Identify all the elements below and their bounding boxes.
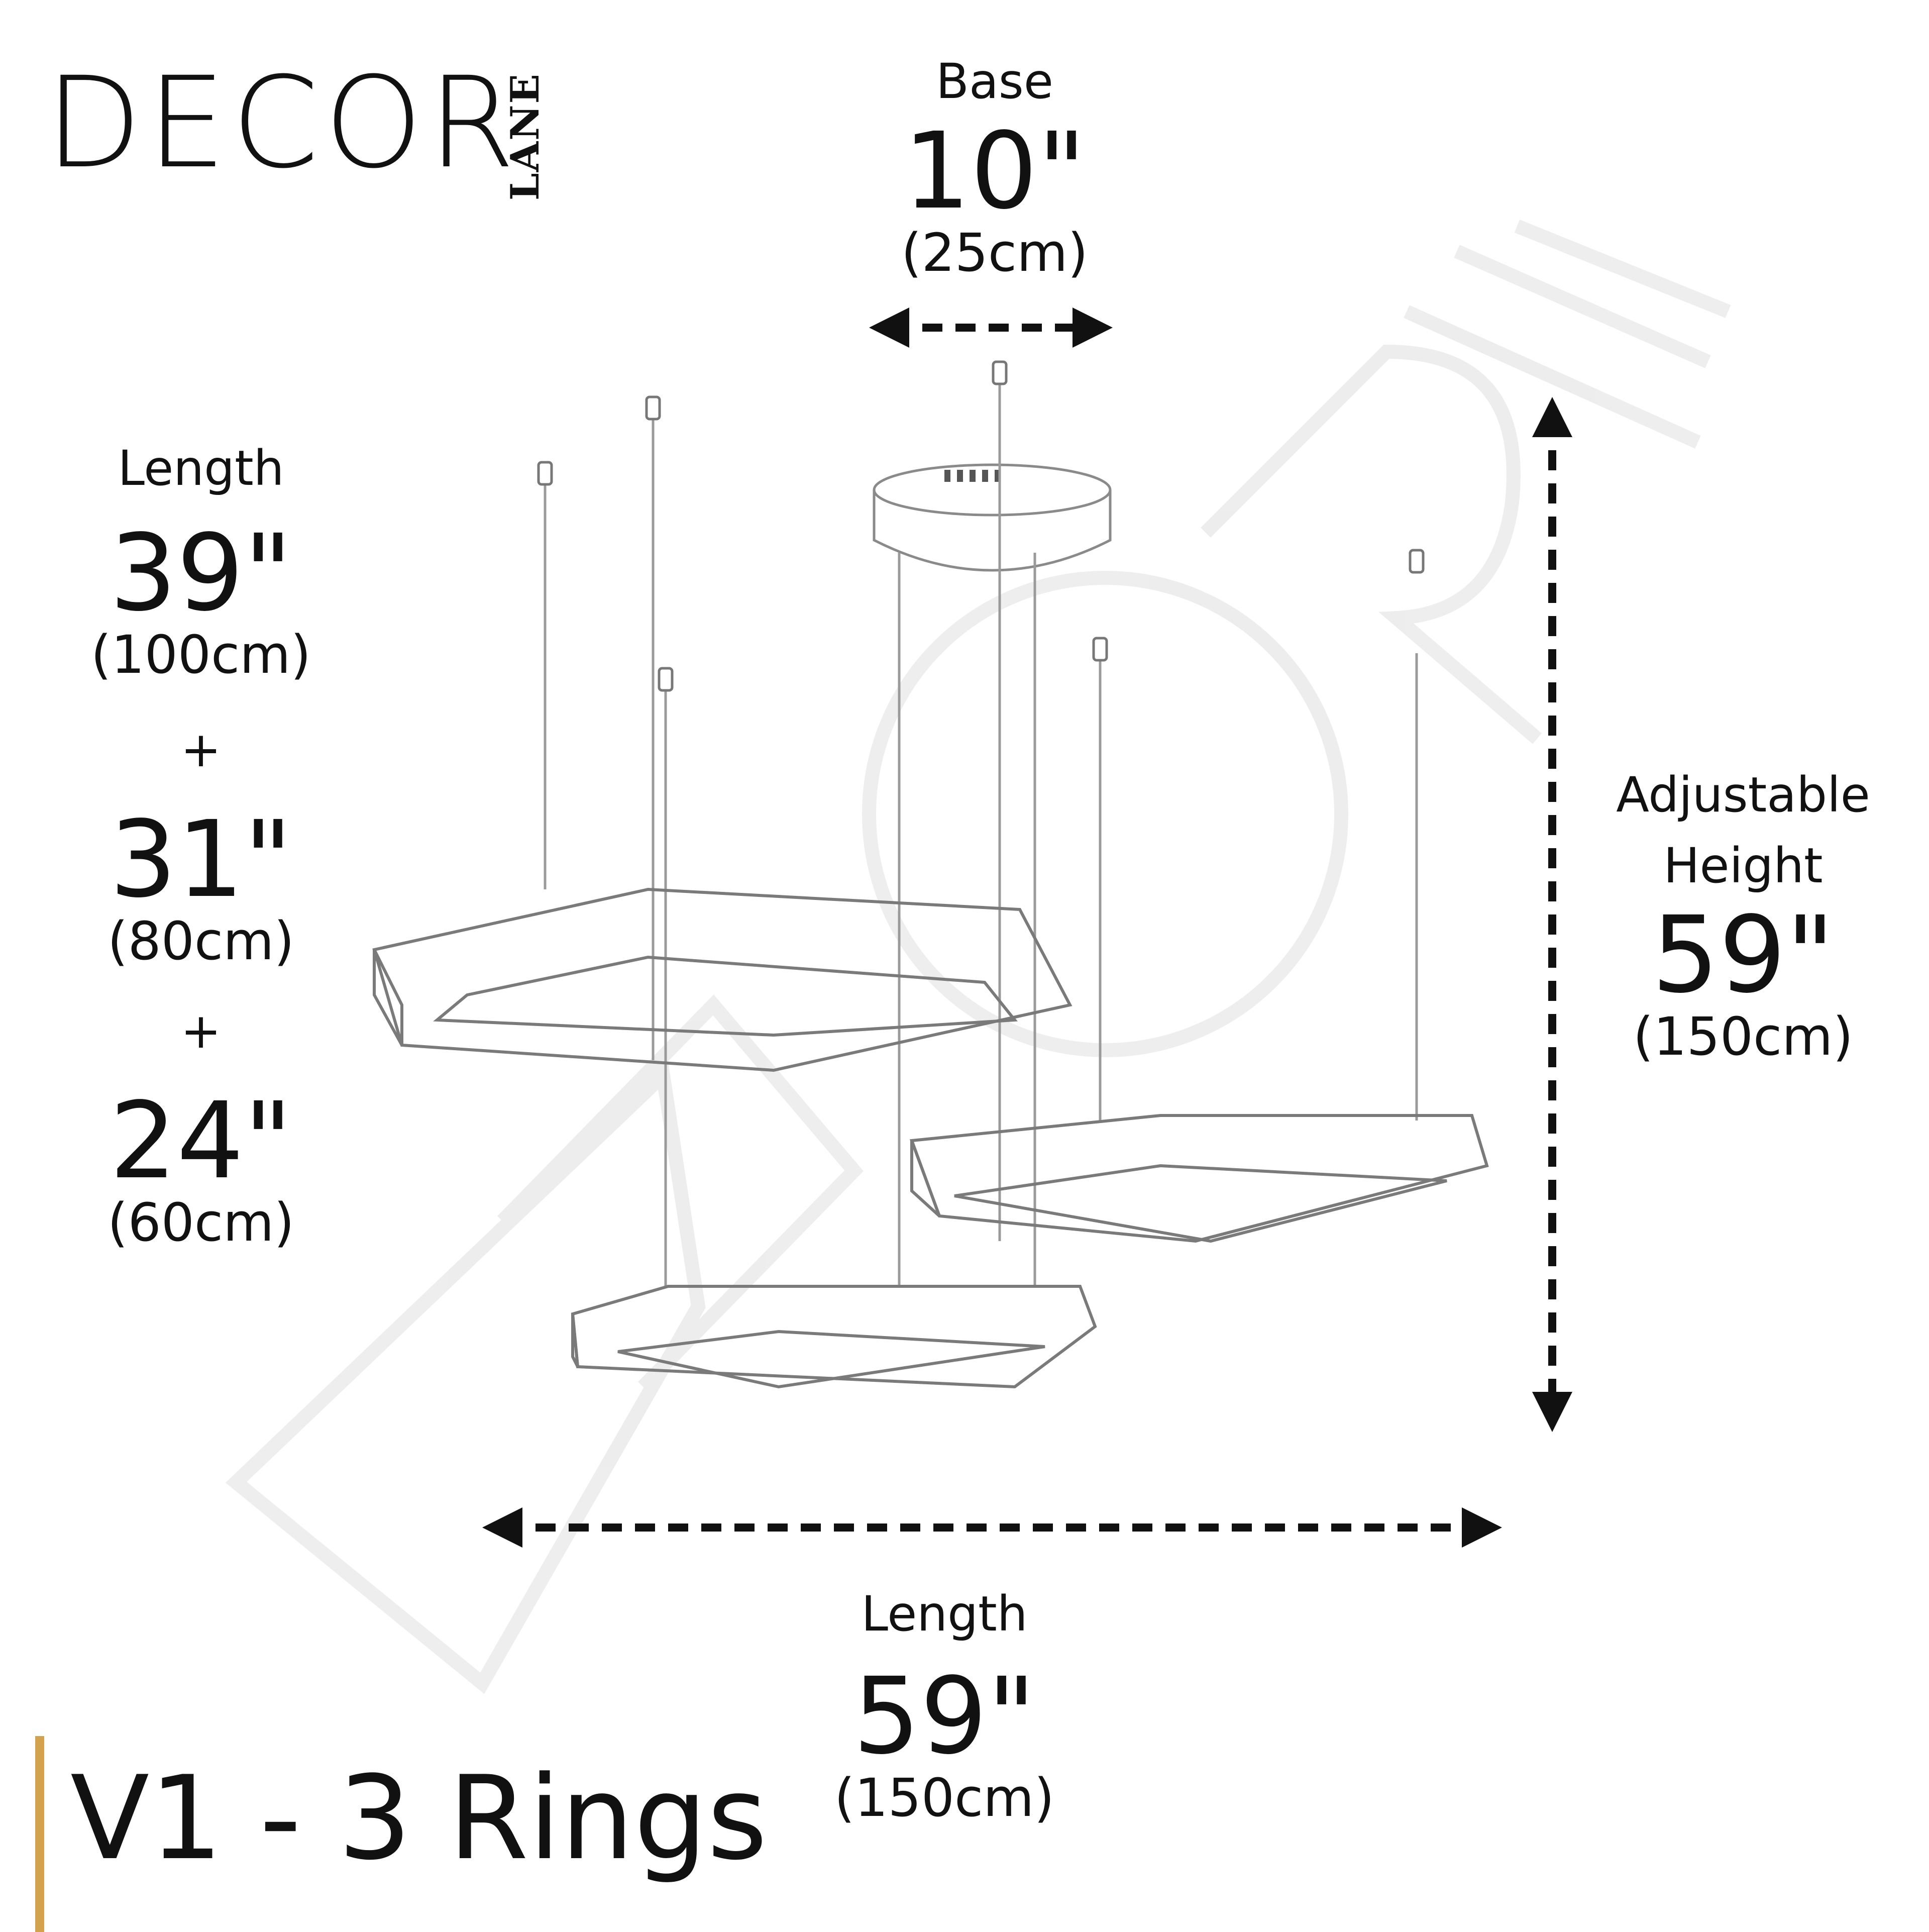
variant-accent-bar <box>35 1736 44 1932</box>
height-inches: 59" <box>1652 893 1835 1017</box>
bottom-length-label: Length <box>861 1586 1028 1642</box>
height-label-line2: Height <box>1663 837 1823 894</box>
length-24-cm: (60cm) <box>108 1191 294 1253</box>
hex-ring-small <box>571 1285 1097 1389</box>
length-39-cm: (100cm) <box>90 624 311 685</box>
bottom-length-cm: (150cm) <box>834 1767 1055 1828</box>
base-label: Base <box>936 53 1053 110</box>
left-length-stack: Length 39" (100cm) + 31" (80cm) + 24" (6… <box>60 442 342 1251</box>
bottom-length-inches: 59" <box>853 1654 1036 1778</box>
length-31-cm: (80cm) <box>108 910 294 972</box>
plus-sign: + <box>180 721 222 778</box>
height-label-line1: Adjustable <box>1616 767 1870 823</box>
height-cm: (150cm) <box>1633 1006 1854 1068</box>
brand-name: DECOR <box>45 50 520 196</box>
brand-logo: DECOR LANE <box>45 60 548 201</box>
watermark <box>225 220 1731 1694</box>
base-dimension: Base 10" (25cm) <box>849 55 1140 281</box>
cable-grips <box>537 360 1425 692</box>
height-dimension: Adjustable Height 59" (150cm) <box>1577 767 1909 1068</box>
plus-sign: + <box>180 1002 222 1059</box>
variant-label: V1 - 3 Rings <box>70 1752 768 1886</box>
hex-ring-large <box>372 887 1073 1072</box>
length-24-inches: 24" <box>110 1079 292 1202</box>
ceiling-canopy <box>873 463 1112 572</box>
brand-sub: LANE <box>502 73 548 201</box>
suspension-cables <box>544 372 1418 1286</box>
left-length-label: Length <box>118 440 284 496</box>
base-inches: 10" <box>903 109 1086 233</box>
bottom-length-dimension: Length 59" (150cm) <box>804 1586 1085 1828</box>
length-31-inches: 31" <box>110 797 292 921</box>
length-39-inches: 39" <box>110 511 292 635</box>
base-cm: (25cm) <box>901 222 1088 283</box>
hex-ring-medium <box>909 1114 1489 1243</box>
